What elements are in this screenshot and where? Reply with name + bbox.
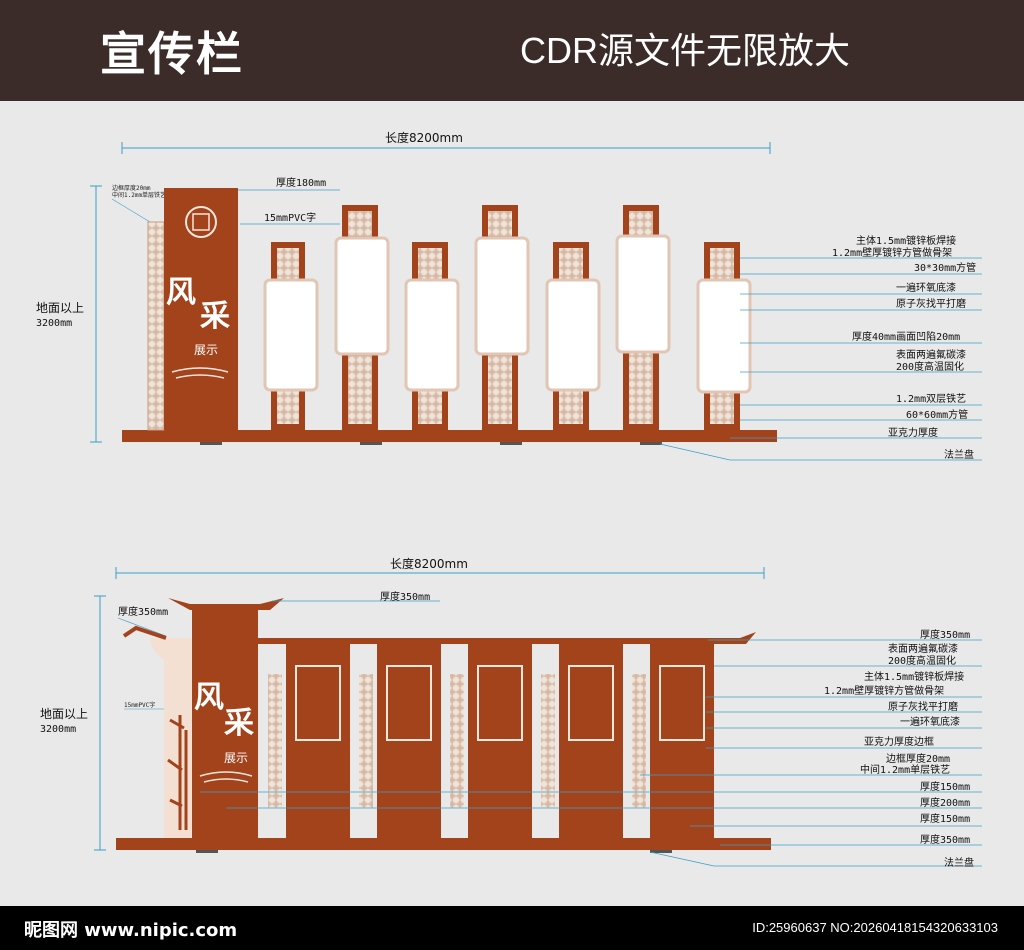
top-post-6: [615, 205, 671, 430]
top-label-8: 表面两遍氟碳漆: [896, 348, 966, 361]
bottom-label-15: 法兰盘: [944, 856, 974, 869]
top-label-7: 厚度40mm画面凹陷20mm: [852, 330, 960, 343]
top-label-11: 60*60mm方管: [906, 408, 968, 421]
bottom-label-14: 厚度350mm: [920, 833, 970, 846]
bottom-label-10: 中间1.2mm单层铁艺: [860, 763, 950, 776]
bottom-label-12: 厚度200mm: [920, 796, 970, 809]
top-main-sign: [164, 188, 238, 430]
top-height-label: 地面以上: [36, 301, 84, 315]
bottom-thickness-left: 厚度350mm: [118, 605, 168, 618]
bottom-label-11: 厚度150mm: [920, 780, 970, 793]
bottom-label-5: 1.2mm壁厚镀锌方管做骨架: [824, 684, 944, 697]
top-label-5: 一遍环氧底漆: [896, 281, 956, 294]
top-post-4: [474, 205, 530, 430]
bottom-label-9: 边框厚度20mm: [886, 752, 950, 765]
top-post-2: [334, 205, 390, 430]
top-label-4: 30*30mm方管: [914, 261, 976, 274]
top-sign-sub: 展示: [194, 343, 218, 357]
header-title: 宣传栏: [100, 27, 244, 81]
top-label-3: 1.2mm壁厚镀锌方管做骨架: [832, 246, 952, 259]
top-post-3: [404, 242, 460, 430]
footer-bar: 昵图网 www.nipic.com ID:25960637 NO:2026041…: [0, 906, 1024, 950]
bottom-label-3: 200度高温固化: [888, 654, 956, 667]
footer-id: ID:25960637 NO:20260418154320633103: [752, 920, 998, 935]
top-label-12: 亚克力厚度: [888, 426, 938, 439]
bottom-elevation: 长度8200mm 地面以上 3200mm 厚度350mm 15mmPVC字 风 …: [40, 556, 982, 869]
header-bar: 宣传栏 CDR源文件无限放大: [0, 0, 1024, 101]
top-label-1: 15mmPVC字: [264, 211, 316, 224]
top-post-5: [545, 242, 601, 430]
bottom-base: [116, 838, 771, 850]
bottom-height-value: 3200mm: [40, 724, 76, 735]
bottom-height-label: 地面以上: [40, 707, 88, 721]
bottom-sign-sub: 展示: [224, 751, 248, 765]
bottom-main-sign: [192, 608, 258, 850]
bottom-pvc-note: 15mmPVC字: [124, 701, 155, 709]
top-label-13: 法兰盘: [944, 448, 974, 461]
bottom-label-7: 一遍环氧底漆: [900, 715, 960, 728]
top-height-value: 3200mm: [36, 318, 72, 329]
top-base: [122, 430, 777, 442]
top-callouts: [238, 189, 982, 461]
bottom-callouts: [200, 600, 982, 867]
bottom-label-13: 厚度150mm: [920, 812, 970, 825]
bottom-sign-char-2: 采: [224, 706, 254, 741]
top-sign-char-1: 风: [166, 275, 196, 310]
top-post-1: [263, 242, 319, 430]
bottom-label-1: 厚度350mm: [920, 628, 970, 641]
top-label-2: 主体1.5mm镀锌板焊接: [856, 234, 956, 247]
top-label-6: 原子灰找平打磨: [896, 297, 966, 310]
top-post-7: [696, 242, 752, 430]
top-label-10: 1.2mm双层铁艺: [896, 392, 966, 405]
top-label-0: 厚度180mm: [276, 176, 326, 189]
bottom-label-2: 表面两遍氟碳漆: [888, 642, 958, 655]
bottom-panels: [268, 644, 714, 838]
bottom-sign-char-1: 风: [194, 680, 224, 715]
bottom-label-4: 主体1.5mm镀锌板焊接: [864, 670, 964, 683]
header-subtitle: CDR源文件无限放大: [520, 30, 850, 71]
bottom-label-0: 厚度350mm: [380, 590, 430, 603]
top-elevation: 长度8200mm 地面以上 3200mm 边框厚度20mm 中间1.2mm单层铁…: [36, 130, 982, 461]
top-length-label: 长度8200mm: [385, 130, 463, 145]
footer-logo[interactable]: 昵图网 www.nipic.com: [24, 920, 238, 941]
bottom-length-label: 长度8200mm: [390, 556, 468, 571]
top-sign-char-2: 采: [200, 299, 230, 334]
top-label-9: 200度高温固化: [896, 360, 964, 373]
top-small-note-1: 边框厚度20mm: [112, 184, 151, 192]
bottom-label-8: 亚克力厚度边框: [864, 735, 934, 748]
bottom-label-6: 原子灰找平打磨: [888, 700, 958, 713]
top-small-note-2: 中间1.2mm单层铁艺: [112, 191, 166, 199]
